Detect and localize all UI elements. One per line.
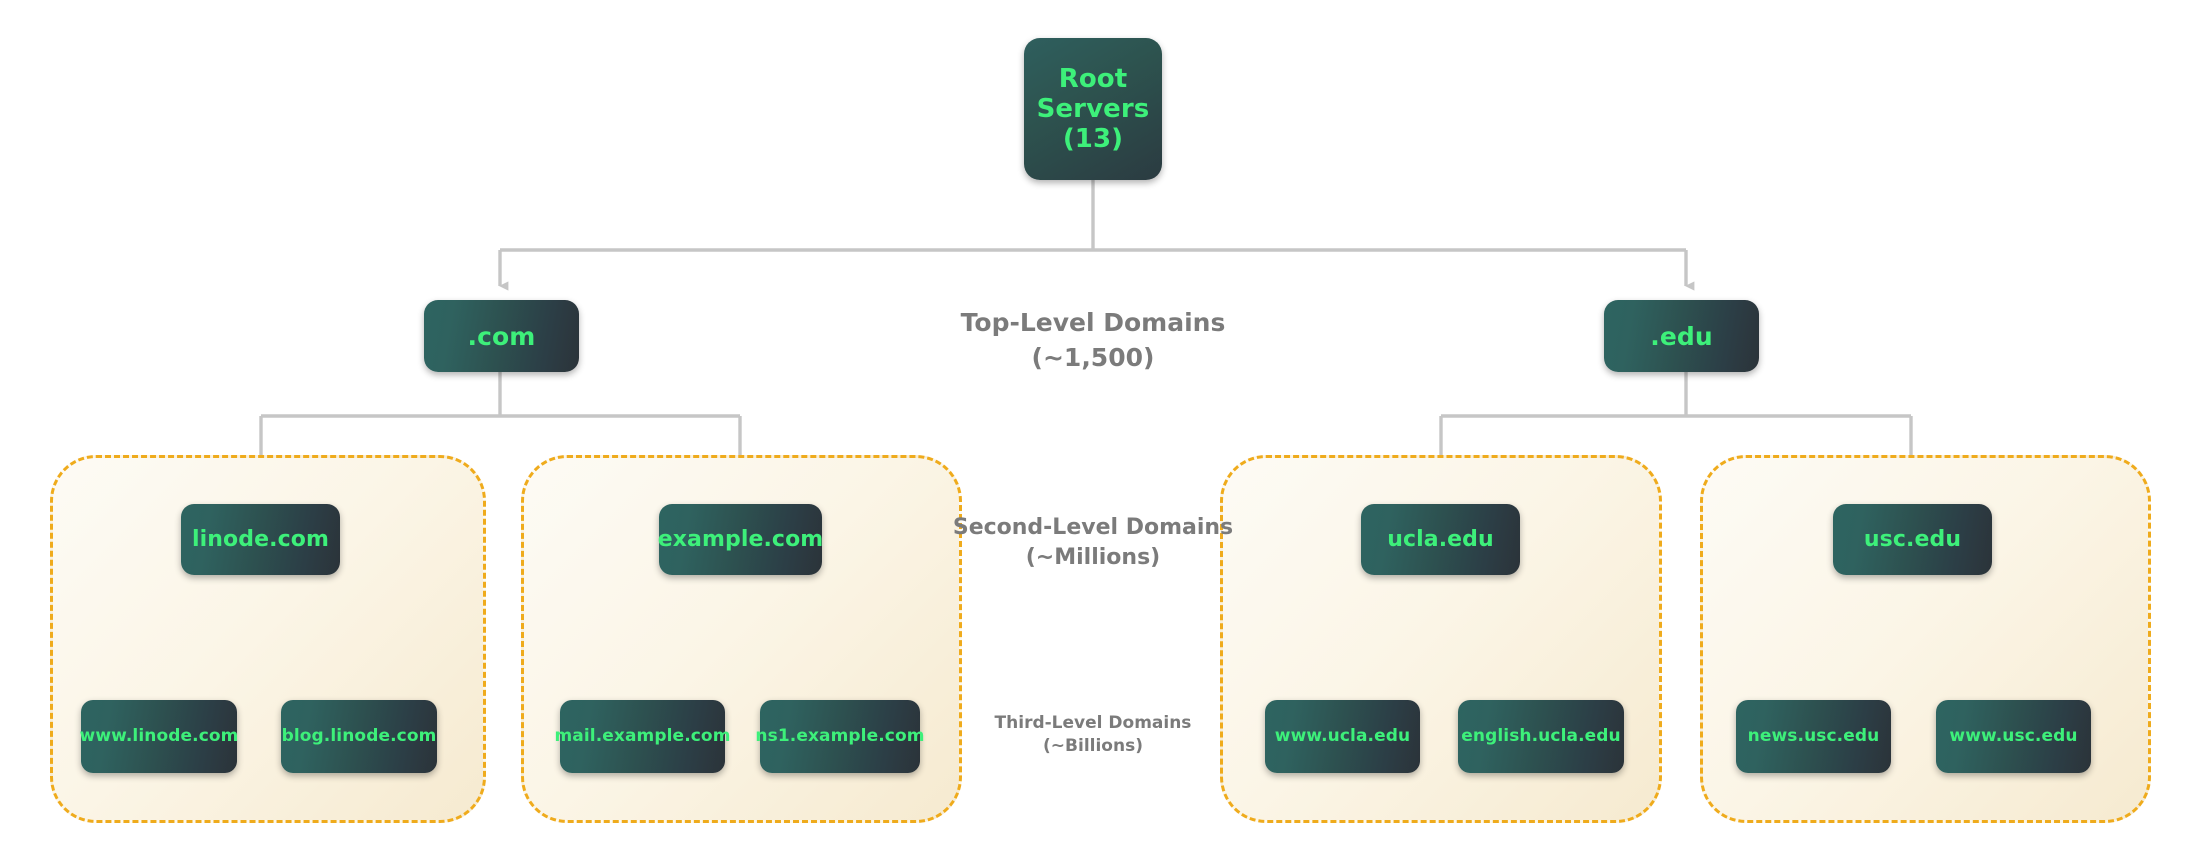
node-leaf-blog-linode-com[interactable]: blog.linode.com [281, 700, 437, 773]
tier-label-top-level: Top-Level Domains (~1,500) [960, 308, 1226, 372]
node-tld-edu[interactable]: .edu [1604, 300, 1759, 372]
node-leaf-www-linode-com[interactable]: www.linode.com [80, 700, 238, 773]
node-leaf-english-ucla-edu[interactable]: english.ucla.edu [1458, 700, 1624, 773]
node-leaf-www-ucla-edu[interactable]: www.ucla.edu [1265, 700, 1420, 773]
tier-label-third-level: Third-Level Domains (~Billions) [994, 713, 1192, 757]
node-tld-com[interactable]: .com [424, 300, 579, 372]
node-leaf-mail-example-com[interactable]: mail.example.com [554, 700, 730, 773]
node-sld-usc-edu[interactable]: usc.edu [1833, 504, 1992, 575]
node-leaf-www-usc-edu[interactable]: www.usc.edu [1936, 700, 2091, 773]
node-sld-linode-com[interactable]: linode.com [181, 504, 340, 575]
node-sld-ucla-edu[interactable]: ucla.edu [1361, 504, 1520, 575]
node-leaf-ns1-example-com[interactable]: ns1.example.com [755, 700, 924, 773]
node-root-servers[interactable]: Root Servers (13) [1024, 38, 1162, 180]
node-leaf-news-usc-edu[interactable]: news.usc.edu [1736, 700, 1891, 773]
node-sld-example-com[interactable]: example.com [658, 504, 823, 575]
tier-label-second-level: Second-Level Domains (~Millions) [952, 515, 1234, 571]
